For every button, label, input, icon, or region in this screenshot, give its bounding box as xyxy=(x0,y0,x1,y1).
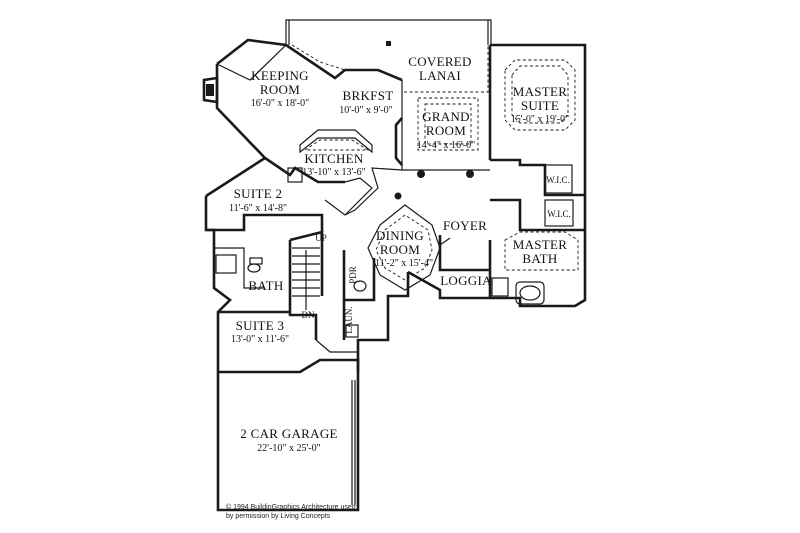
dining-room-label: DINING xyxy=(376,228,424,243)
keeping-room-label: ROOM xyxy=(260,82,300,97)
pdr-label: PDR xyxy=(348,266,358,284)
suite-3-label: SUITE 3 xyxy=(236,318,285,333)
interior-walls xyxy=(206,44,585,353)
copyright-notice: © 1994 BuildinGraphics Architecture used… xyxy=(226,503,356,520)
kitchen-dimensions: 13'-10" x 13'-6" xyxy=(302,167,365,178)
suite-2-label: SUITE 2 xyxy=(234,186,283,201)
column-icon xyxy=(417,170,425,178)
lanai-column xyxy=(386,41,391,46)
garage-dimensions: 22'-10" x 25'-0" xyxy=(257,443,320,454)
dining-room-dimensions: 11'-2" x 15'-4" xyxy=(375,258,433,269)
garage-label: 2 CAR GARAGE xyxy=(240,426,338,441)
grand-room-label: GRAND xyxy=(422,109,470,124)
kitchen-label: KITCHEN xyxy=(304,151,363,166)
covered-lanai-label: LANAI xyxy=(419,68,461,83)
loggia-label: LOGGIA xyxy=(440,273,492,288)
suite-2-dimensions: 11'-6" x 14'-8" xyxy=(229,203,287,214)
room-labels: COVERED LANAI KEEPING ROOM 16'-0" x 18'-… xyxy=(229,54,571,454)
brkfst-dimensions: 10'-0" x 9'-0" xyxy=(339,105,392,116)
wic-2-label: W.I.C. xyxy=(547,209,570,219)
master-suite-dimensions: 15'-0" x 19'-0" xyxy=(511,114,569,125)
copyright-line-1: © 1994 BuildinGraphics Architecture used xyxy=(226,503,356,511)
fireplace-icon xyxy=(202,76,219,104)
stairs-down-label: DN xyxy=(302,310,315,320)
column-icon xyxy=(466,170,474,178)
keeping-room-label: KEEPING xyxy=(251,68,309,83)
bathtub-icon xyxy=(215,254,237,274)
master-bath-label: MASTER xyxy=(513,237,568,252)
grand-room-dimensions: 14'-4" x 16'-0" xyxy=(417,140,475,151)
copyright-line-2: by permission by Living Concepts xyxy=(226,513,331,520)
exterior-walls xyxy=(202,38,587,512)
stairs-up-label: UP xyxy=(315,233,327,243)
grand-room-label: ROOM xyxy=(426,123,466,138)
suite-3-dimensions: 13'-0" x 11'-6" xyxy=(231,334,289,345)
foyer-label: FOYER xyxy=(443,218,487,233)
keeping-room-dimensions: 16'-0" x 18'-0" xyxy=(251,98,309,109)
bath-label: BATH xyxy=(248,278,283,293)
brkfst-label: BRKFST xyxy=(343,88,394,103)
wic-1-label: W.I.C. xyxy=(546,175,569,185)
laundry-label: LAUN. xyxy=(344,306,354,333)
column-icon xyxy=(394,192,402,200)
master-suite-label: SUITE xyxy=(521,98,559,113)
master-suite-label: MASTER xyxy=(513,84,568,99)
dining-room-label: ROOM xyxy=(380,242,420,257)
covered-lanai-label: COVERED xyxy=(408,54,472,69)
master-bath-label: BATH xyxy=(522,251,557,266)
stairs-icon xyxy=(292,247,320,310)
